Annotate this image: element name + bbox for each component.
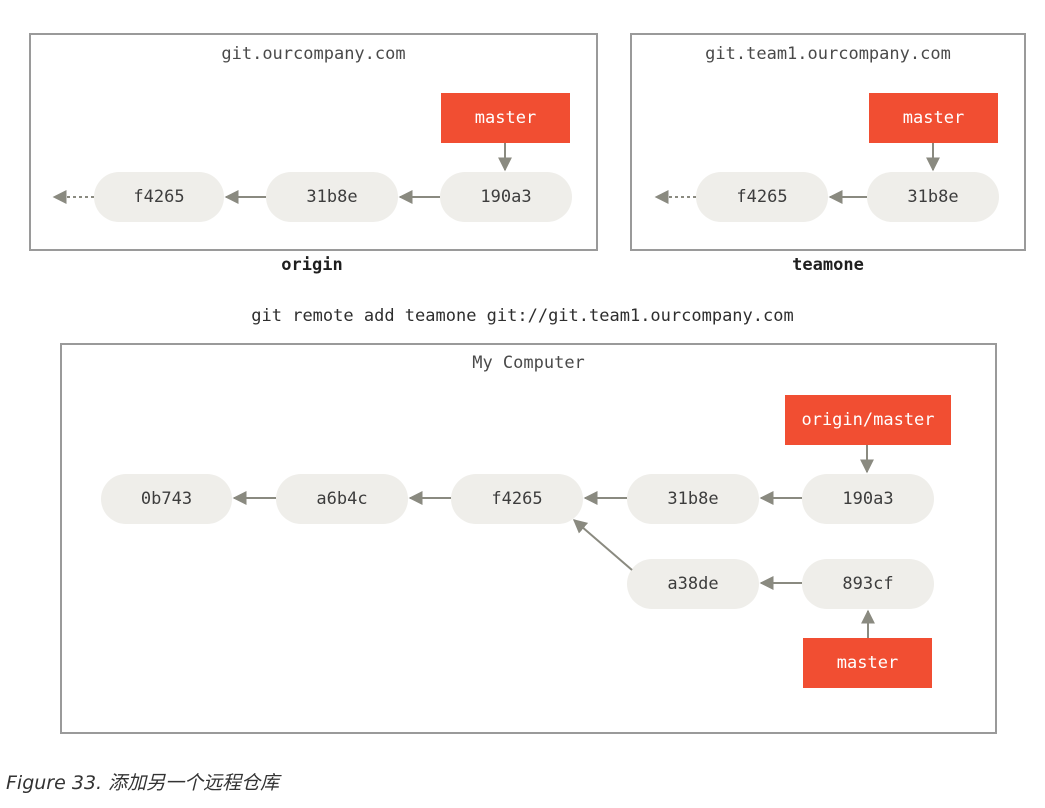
local-commit-a6b4c: a6b4c (276, 474, 408, 524)
local-commit-190a3: 190a3 (802, 474, 934, 524)
origin-master-ref: master (441, 93, 570, 143)
local-commit-893cf: 893cf (802, 559, 934, 609)
remote-add-command: git remote add teamone git://git.team1.o… (251, 306, 794, 326)
teamone-commit-31b8e: 31b8e (867, 172, 999, 222)
origin-master-remote-ref: origin/master (785, 395, 951, 445)
local-commit-a38de: a38de (627, 559, 759, 609)
teamone-host-title: git.team1.ourcompany.com (705, 44, 951, 64)
origin-host-title: git.ourcompany.com (221, 44, 406, 64)
local-commit-f4265: f4265 (451, 474, 583, 524)
my-computer-title: My Computer (472, 353, 585, 373)
origin-commit-f4265: f4265 (94, 172, 224, 222)
teamone-commit-f4265: f4265 (696, 172, 828, 222)
local-master-ref: master (803, 638, 932, 688)
teamone-label: teamone (792, 255, 864, 275)
origin-label: origin (281, 255, 343, 275)
local-commit-31b8e: 31b8e (627, 474, 759, 524)
origin-commit-31b8e: 31b8e (266, 172, 398, 222)
teamone-master-ref: master (869, 93, 998, 143)
figure-caption: Figure 33. 添加另一个远程仓库 (6, 772, 280, 794)
local-commit-0b743: 0b743 (101, 474, 232, 524)
origin-commit-190a3: 190a3 (440, 172, 572, 222)
